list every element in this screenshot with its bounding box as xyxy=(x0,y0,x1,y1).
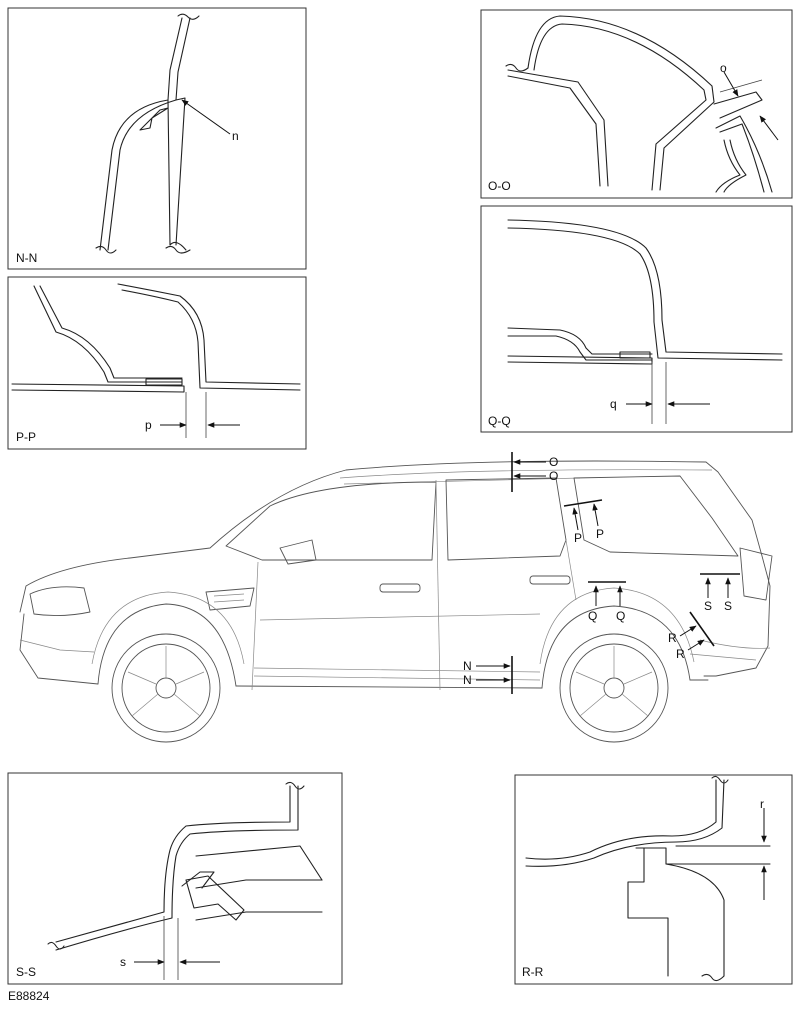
dimension-label-n: n xyxy=(232,129,239,143)
panel-s-s: s S-S xyxy=(7,772,343,985)
marker-label-p-2: P xyxy=(596,527,604,541)
marker-label-o-1: O xyxy=(549,455,558,469)
panel-s-s-frame xyxy=(7,772,343,985)
panel-r-r-title: R-R xyxy=(522,965,544,979)
marker-label-q-1: Q xyxy=(588,609,597,623)
section-p-p-drawing xyxy=(11,283,301,438)
panel-r-r-frame xyxy=(514,774,793,985)
section-markers: O O P P Q Q S S R R N N xyxy=(463,452,740,694)
section-o-o-drawing xyxy=(505,15,773,193)
panel-n-n-frame xyxy=(7,7,307,270)
section-q-q-drawing xyxy=(507,219,783,424)
vehicle-side-view xyxy=(19,460,773,743)
front-wheel xyxy=(111,633,221,743)
panel-n-n: n N-N xyxy=(7,7,307,270)
arrow-r-1 xyxy=(679,625,697,637)
dimension-label-q: q xyxy=(610,397,617,411)
dimension-line-o-upper xyxy=(719,79,763,93)
marker-label-q-2: Q xyxy=(616,609,625,623)
section-r-r-drawing xyxy=(525,775,771,982)
marker-label-s-2: S xyxy=(724,599,732,613)
panel-p-p-title: P-P xyxy=(16,430,36,444)
arrow-p-2 xyxy=(592,503,599,527)
panel-r-r: r R-R xyxy=(514,774,793,985)
panel-o-o: o O-O xyxy=(480,9,793,199)
marker-label-n-1: N xyxy=(463,659,472,673)
marker-label-o-2: O xyxy=(549,469,558,483)
panel-s-s-title: S-S xyxy=(16,965,36,979)
dimension-label-s: s xyxy=(120,955,126,969)
dimension-label-p: p xyxy=(145,418,152,432)
cut-line-p xyxy=(563,499,603,507)
marker-label-r-1: R xyxy=(668,631,677,645)
panel-p-p: p P-P xyxy=(7,276,307,450)
marker-label-p-1: P xyxy=(574,531,582,545)
panel-o-o-title: O-O xyxy=(488,179,511,193)
panel-q-q: q Q-Q xyxy=(480,205,793,433)
panel-n-n-title: N-N xyxy=(16,251,37,265)
marker-label-s-1: S xyxy=(704,599,712,613)
pointer-o-upper xyxy=(723,71,739,97)
pointer-n xyxy=(181,99,231,135)
panel-q-q-frame xyxy=(480,205,793,433)
marker-label-r-2: R xyxy=(676,647,685,661)
section-s-s-drawing xyxy=(47,781,323,980)
dimension-label-o: o xyxy=(720,61,727,75)
pointer-o-lower xyxy=(759,115,779,141)
arrow-r-2 xyxy=(687,639,705,651)
panel-p-p-frame xyxy=(7,276,307,450)
marker-label-n-2: N xyxy=(463,673,472,687)
dimension-label-r: r xyxy=(760,797,764,811)
section-n-n-drawing xyxy=(95,13,200,254)
cut-line-r xyxy=(689,611,715,647)
figure-id: E88824 xyxy=(8,989,50,1003)
rear-wheel xyxy=(559,633,669,743)
panel-o-o-frame xyxy=(480,9,793,199)
panel-q-q-title: Q-Q xyxy=(488,414,511,428)
arrow-p-1 xyxy=(572,507,579,531)
